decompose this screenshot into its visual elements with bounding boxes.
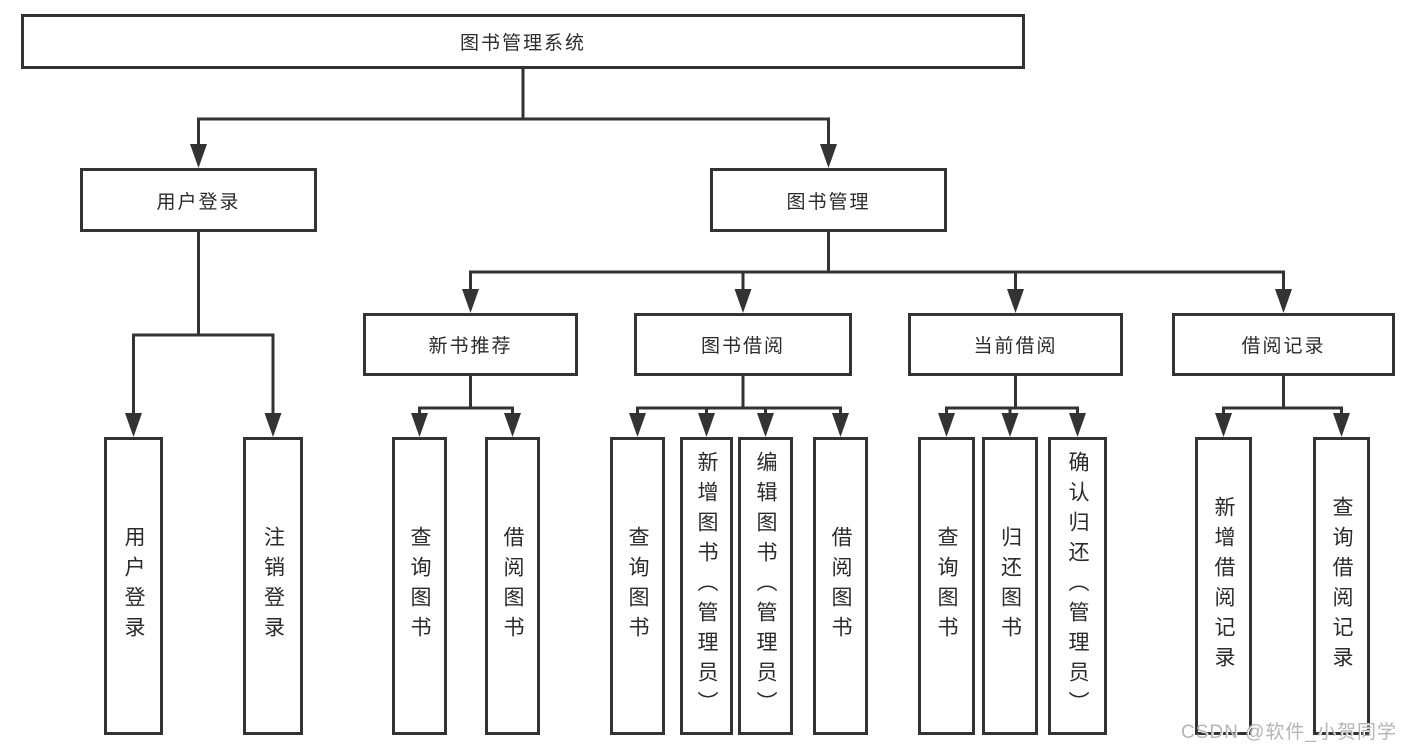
- leaf-query-books-current: 查询图书: [918, 437, 975, 735]
- node-borrow-records: 借阅记录: [1172, 313, 1395, 376]
- node-label: 编辑图书（管理员）: [754, 451, 777, 721]
- leaf-query-books-borrow: 查询图书: [610, 437, 665, 735]
- arrow-icon: [1275, 289, 1292, 313]
- node-label: 图书管理: [786, 191, 871, 213]
- node-new-book-recommend: 新书推荐: [363, 313, 578, 376]
- node-label: 新书推荐: [428, 336, 513, 357]
- arrow-icon: [190, 144, 207, 168]
- leaf-return-books: 归还图书: [982, 437, 1038, 735]
- node-book-management: 图书管理: [710, 168, 947, 232]
- arrow-icon: [734, 289, 752, 313]
- node-label: 查询图书: [626, 526, 649, 646]
- arrow-icon: [125, 413, 142, 437]
- arrow-icon: [757, 413, 774, 437]
- leaf-borrow-books: 借阅图书: [813, 437, 868, 735]
- node-label: 新增图书（管理员）: [695, 451, 718, 721]
- arrow-icon: [411, 413, 428, 437]
- node-label: 当前借阅: [973, 336, 1058, 357]
- node-label: 查询图书: [408, 526, 431, 646]
- node-label: 用户登录: [122, 526, 145, 646]
- arrow-icon: [462, 289, 479, 313]
- node-user-login: 用户登录: [80, 168, 317, 232]
- edge-current-to-leaves: [945, 376, 1079, 417]
- arrow-icon: [832, 413, 849, 437]
- leaf-edit-books-admin: 编辑图书（管理员）: [738, 437, 793, 735]
- leaf-query-books-recommend: 查询图书: [392, 437, 447, 735]
- arrow-icon: [938, 413, 955, 437]
- edge-newbook-to-leaves: [418, 376, 514, 417]
- node-root-system: 图书管理系统: [21, 14, 1025, 69]
- arrow-icon: [698, 413, 715, 437]
- node-label: 借阅图书: [829, 526, 852, 646]
- node-label: 归还图书: [998, 526, 1022, 646]
- leaf-user-login: 用户登录: [104, 437, 163, 735]
- arrow-icon: [1001, 413, 1019, 437]
- arrow-icon: [504, 413, 521, 437]
- leaf-add-borrow-record: 新增借阅记录: [1195, 437, 1252, 735]
- node-label: 查询借阅记录: [1330, 496, 1353, 676]
- arrow-icon: [820, 144, 837, 168]
- leaf-borrow-books-recommend: 借阅图书: [485, 437, 540, 735]
- arrow-icon: [1215, 413, 1232, 437]
- arrow-icon: [1007, 289, 1024, 313]
- node-current-borrow: 当前借阅: [908, 313, 1123, 376]
- node-book-borrow: 图书借阅: [634, 313, 852, 376]
- leaf-logout: 注销登录: [243, 437, 303, 735]
- node-label: 注销登录: [261, 526, 285, 646]
- edge-records-to-leaves: [1222, 376, 1343, 417]
- node-label: 图书借阅: [700, 336, 785, 357]
- node-label: 新增借阅记录: [1212, 496, 1235, 676]
- arrow-icon: [629, 413, 646, 437]
- arrow-icon: [1069, 413, 1086, 437]
- leaf-confirm-return-admin: 确认归还（管理员）: [1048, 437, 1107, 735]
- arrow-icon: [264, 413, 282, 437]
- node-label: 确认归还（管理员）: [1066, 451, 1089, 721]
- edge-borrow-to-leaves: [636, 376, 842, 417]
- leaf-add-books-admin: 新增图书（管理员）: [680, 437, 733, 735]
- node-label: 用户登录: [156, 191, 241, 213]
- node-label: 查询图书: [935, 526, 958, 646]
- node-label: 图书管理系统: [459, 33, 586, 54]
- node-label: 借阅图书: [501, 526, 524, 646]
- edge-userlogin-to-leaves: [132, 232, 275, 417]
- node-label: 借阅记录: [1241, 336, 1326, 357]
- edge-bookmgmt-to-level3: [469, 232, 1285, 293]
- edge-root-to-level2: [197, 69, 830, 148]
- leaf-query-borrow-record: 查询借阅记录: [1313, 437, 1370, 735]
- csdn-watermark: CSDN @软件_小贺同学: [1181, 722, 1397, 743]
- arrow-icon: [1333, 413, 1350, 437]
